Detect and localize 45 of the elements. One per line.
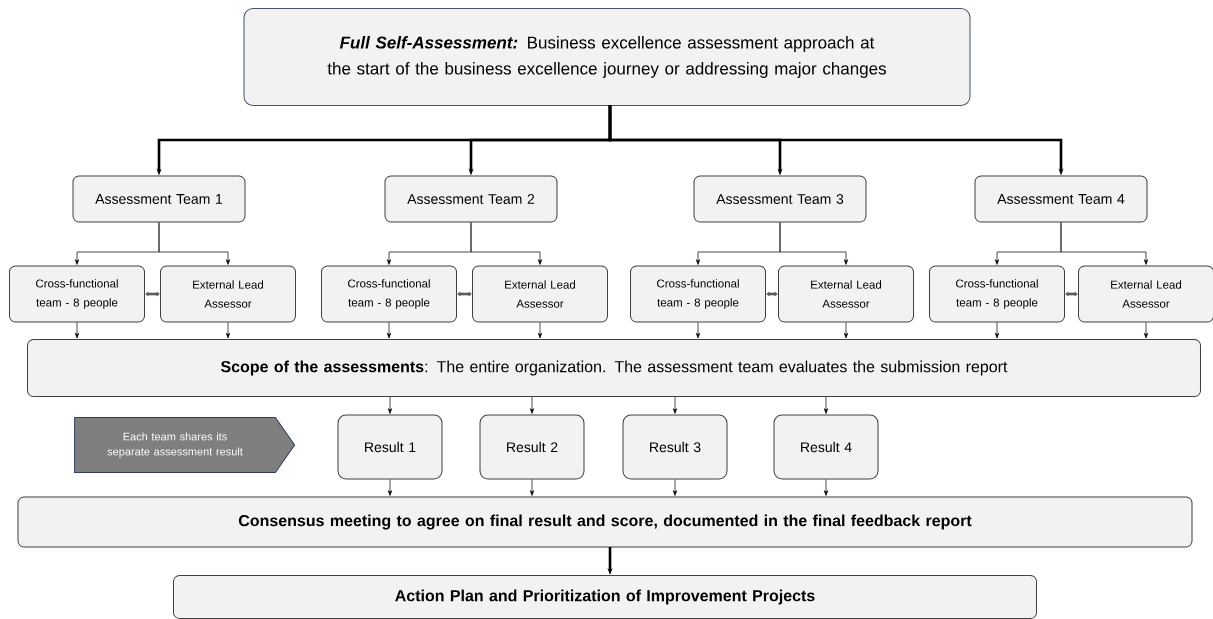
- arrow: [1060, 222, 1149, 265]
- arrow: [779, 222, 849, 265]
- result-box: Result 4: [773, 414, 879, 480]
- role-box: External Lead Assessor: [472, 265, 608, 323]
- heading-box: Full Self-Assessment: Business excellence assessment approach at the start of the business excellence journey or addressing major changes: [243, 8, 971, 106]
- arrow: [470, 222, 543, 265]
- role-box: External Lead Assessor: [1078, 265, 1213, 323]
- arrow: [529, 396, 535, 414]
- arrow: [145, 291, 160, 297]
- role-box: External Lead Assessor: [778, 265, 914, 323]
- result-box: Result 1: [337, 414, 443, 480]
- arrow: [529, 479, 535, 496]
- arrow: [387, 479, 393, 496]
- arrow: [766, 291, 778, 297]
- arrow: [823, 396, 829, 414]
- team-box: Assessment Team 1: [72, 175, 246, 223]
- arrow: [158, 222, 231, 265]
- action-band: Action Plan and Prioritization of Improvement Projects: [173, 575, 1037, 619]
- role-box: Cross-functional team - 8 people: [630, 265, 766, 323]
- arrow: [1143, 322, 1149, 339]
- note-tag: Each team shares its separate assessment result: [74, 417, 296, 473]
- arrow: [823, 479, 829, 496]
- team-box: Assessment Team 3: [693, 175, 867, 223]
- arrow: [74, 322, 80, 339]
- arrow: [994, 322, 1000, 339]
- team-box: Assessment Team 4: [974, 175, 1148, 223]
- team-box: Assessment Team 2: [384, 175, 558, 223]
- scope-band: Scope of the assessments: The entire organization. The assessment team evaluates the submission report: [27, 339, 1201, 397]
- arrow: [386, 322, 392, 339]
- arrow: [387, 396, 393, 414]
- role-box: Cross-functional team - 8 people: [929, 265, 1065, 323]
- arrow: [672, 396, 678, 414]
- role-box: External Lead Assessor: [160, 265, 296, 323]
- role-box: Cross-functional team - 8 people: [321, 265, 457, 323]
- arrow: [695, 322, 701, 339]
- arrow: [537, 322, 543, 339]
- arrow: [672, 479, 678, 496]
- role-box: Cross-functional team - 8 people: [9, 265, 145, 323]
- arrow: [225, 322, 231, 339]
- result-box: Result 3: [622, 414, 728, 480]
- arrow: [843, 322, 849, 339]
- result-box: Result 2: [479, 414, 585, 480]
- arrow: [1065, 291, 1078, 297]
- meeting-band: Consensus meeting to agree on final result and score, documented in the final feedback report: [17, 496, 1193, 548]
- arrow: [457, 291, 472, 297]
